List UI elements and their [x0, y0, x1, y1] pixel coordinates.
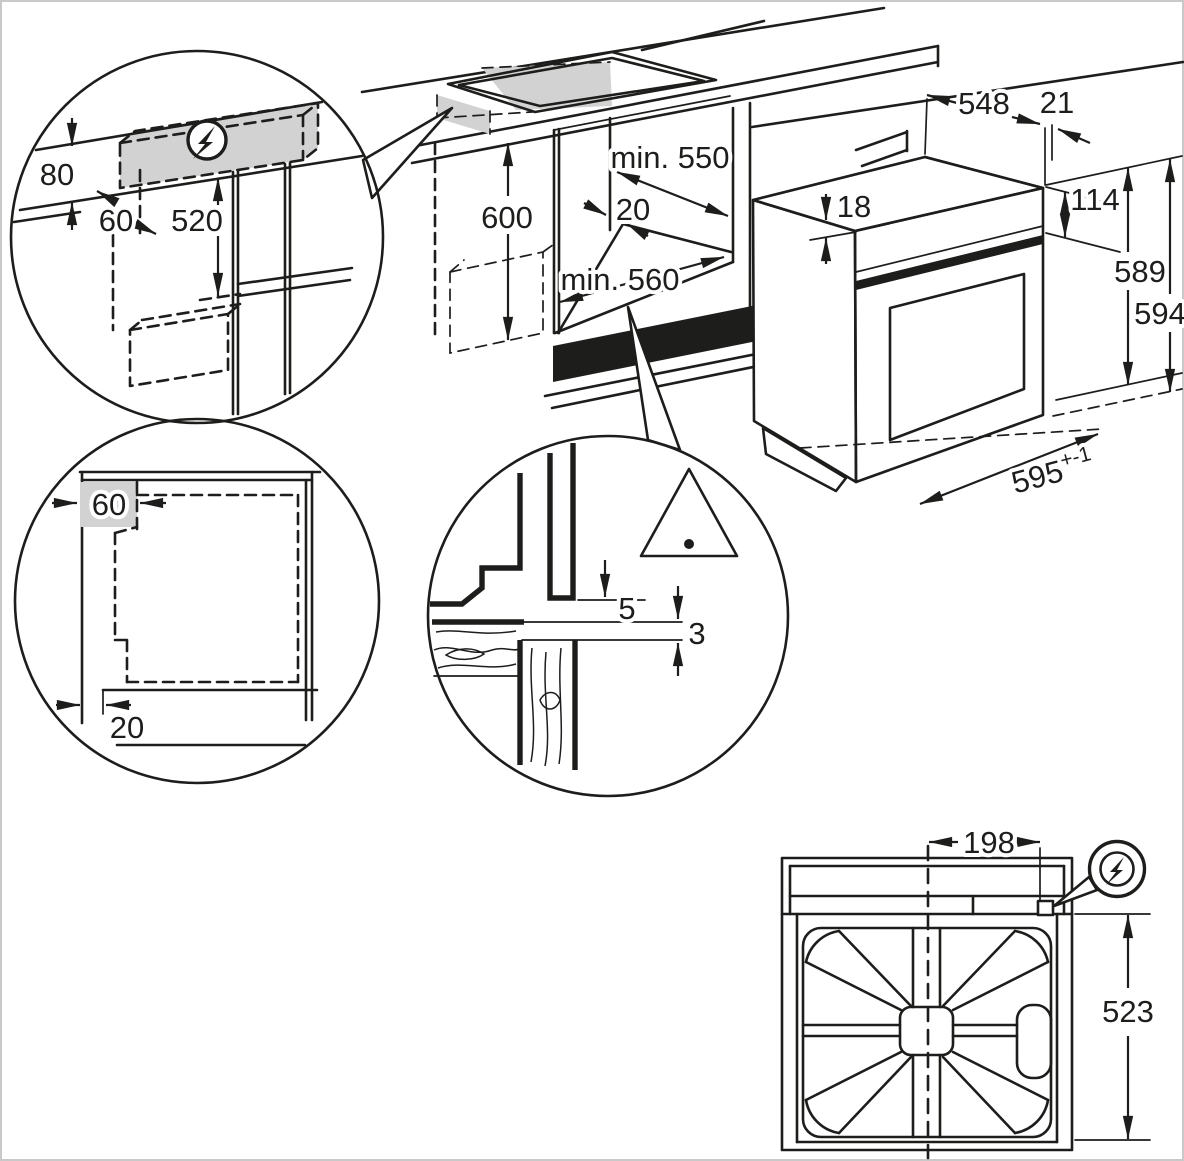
- connection-recess-plan: [80, 482, 137, 527]
- clearance-cross-section: [430, 443, 683, 770]
- callout-to-hob: [361, 106, 454, 200]
- dim-overall-height: 594: [1130, 158, 1184, 393]
- dim-niche-depth-bottom: min. 560: [557, 255, 725, 304]
- plinth-strip: [553, 305, 757, 382]
- electric-connection-icon: [186, 119, 228, 161]
- dim-niche-back-gap: 20: [583, 188, 654, 240]
- electric-connection-icon-rear: [1052, 839, 1147, 908]
- oven-door-gap-band: [856, 235, 1043, 290]
- dim-niche-depth-top: min. 550: [607, 136, 733, 218]
- dim-label-plan-60: 60: [92, 487, 126, 522]
- connection-box: [1036, 899, 1055, 917]
- dim-label-60: 60: [99, 203, 133, 238]
- dim-niche-height: 600: [477, 142, 537, 341]
- dim-label-548: 548: [958, 86, 1010, 121]
- dim-recess-height: 80: [36, 118, 78, 230]
- dim-body-height: 589: [1110, 167, 1170, 386]
- oven-door-window: [888, 272, 1026, 442]
- dim-rear-height: 523: [1074, 913, 1158, 1141]
- dim-recess-depth: 60: [95, 190, 157, 242]
- dim-connection-offset: 198: [928, 821, 1041, 902]
- cutout-outer: [446, 50, 718, 114]
- rear-view: 198 523: [780, 821, 1158, 1160]
- lightning-bolt-icon: [1106, 857, 1124, 885]
- hob-cutout: [436, 50, 718, 135]
- oven-front-face: [853, 186, 1045, 484]
- inset-door-clearance: 5 3: [426, 434, 790, 798]
- dim-worktop-gap: 3: [672, 586, 710, 676]
- dim-label-20: 20: [616, 192, 650, 227]
- dim-label-523: 523: [1102, 994, 1154, 1029]
- detail-circle: [13, 417, 381, 785]
- dim-plan-front-inset: 20: [56, 699, 148, 749]
- dim-label-80: 80: [40, 157, 74, 192]
- dim-label-5: 5: [618, 591, 635, 626]
- dim-label-198: 198: [963, 825, 1015, 860]
- dim-label-520: 520: [171, 203, 223, 238]
- dim-panel-height: 114: [1059, 178, 1124, 238]
- dim-label-min560: min. 560: [561, 262, 680, 297]
- warning-icon: [639, 467, 739, 558]
- dim-body-depth: 548: [926, 82, 1041, 126]
- dim-label-min550: min. 550: [611, 140, 730, 175]
- dim-distance-from-bottom: 520: [167, 177, 227, 297]
- cutout-inner: [457, 56, 706, 108]
- dim-label-21: 21: [1040, 85, 1074, 120]
- dim-front-frame: 21: [1036, 81, 1091, 145]
- lightning-bolt-icon: [193, 126, 215, 159]
- dim-label-600: 600: [481, 200, 533, 235]
- hob-body-side: [437, 95, 490, 134]
- brace-center: [898, 1005, 955, 1057]
- dim-label-plan-20: 20: [110, 710, 144, 745]
- oven-foot: [761, 426, 848, 493]
- rear-brace-panel: [801, 926, 1053, 1139]
- detail-circle: [426, 434, 790, 798]
- brace-cutout: [1015, 1003, 1053, 1080]
- hidden-appliance-box: [128, 312, 230, 388]
- inset-plan-view: 60 20: [13, 417, 381, 785]
- worktop-lines: [360, 6, 1184, 168]
- dim-label-594: 594: [1134, 296, 1184, 331]
- dim-label-3: 3: [688, 616, 705, 651]
- exclamation-dot: [684, 539, 694, 549]
- dim-plan-recess-depth: 60: [52, 483, 166, 526]
- dim-label-18: 18: [837, 189, 871, 224]
- detail-circle: [9, 49, 385, 425]
- dim-label-589: 589: [1114, 254, 1166, 289]
- dim-door-gap: 5: [599, 560, 640, 630]
- oven-view: 548 21 18 114 589 594: [751, 81, 1184, 506]
- dim-label-114: 114: [1070, 182, 1119, 217]
- inset-electrical-niche: 80 60 520: [9, 49, 385, 425]
- oven-hidden-outline: [449, 250, 544, 355]
- dim-top-clearance: 18: [820, 185, 875, 264]
